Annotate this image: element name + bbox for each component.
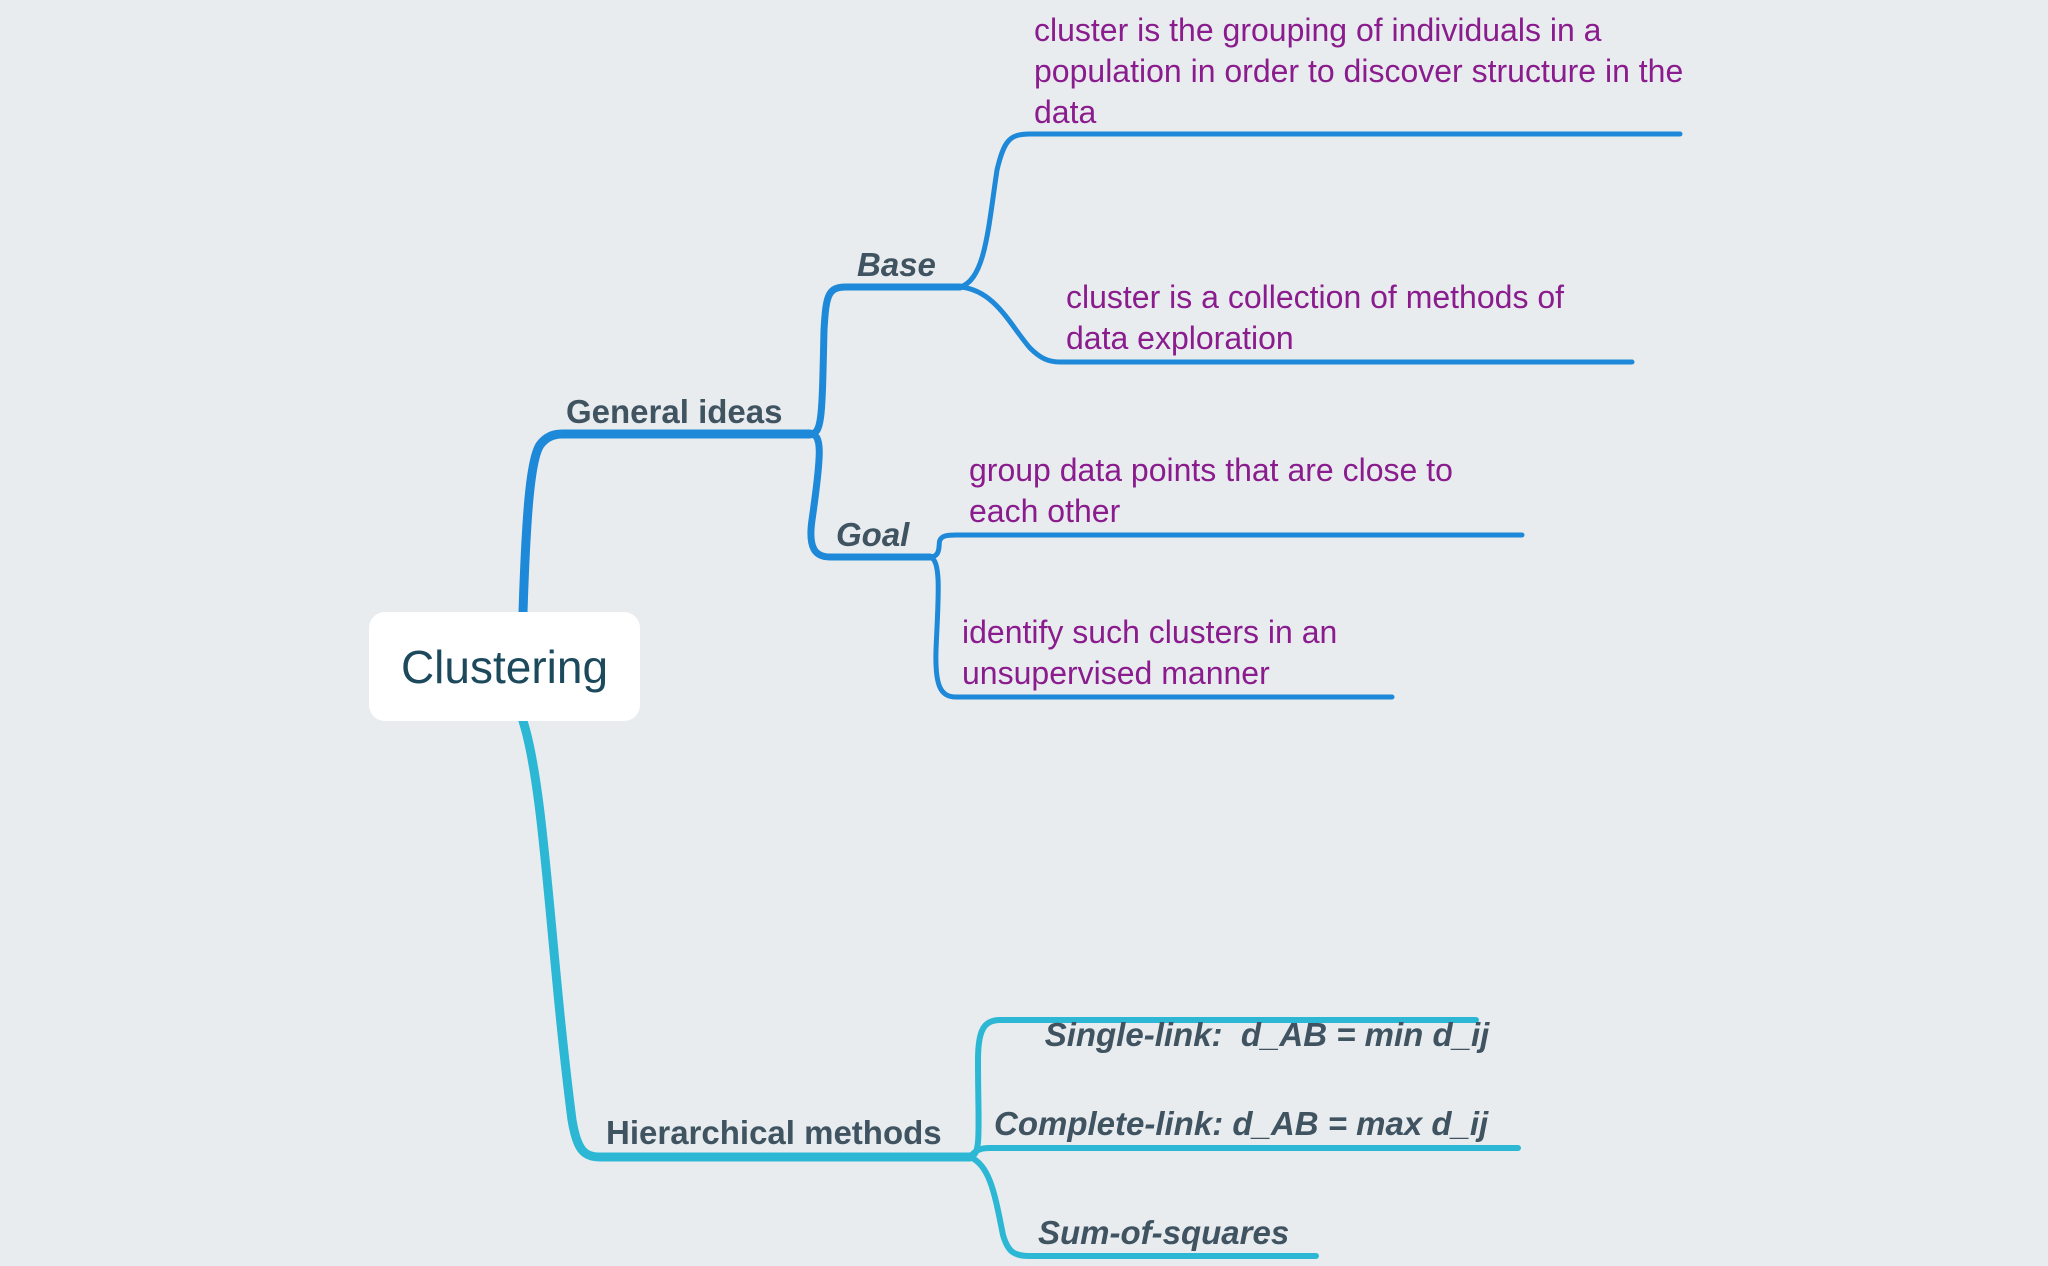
subtopic-single-link[interactable]: Single-link: d_AB = min d_ij (1008, 978, 1490, 1092)
connector-hier-sum (967, 1154, 1319, 1259)
leaf-goal-group[interactable]: group data points that are close to each… (969, 450, 1529, 532)
subtopic-sum-of-squares[interactable]: Sum-of-squares (1038, 1214, 1289, 1252)
subtopic-complete-link[interactable]: Complete-link: d_AB = max d_ij (994, 1105, 1488, 1143)
connector-base-leaf-2 (957, 284, 1635, 365)
topic-general-ideas[interactable]: General ideas (566, 393, 782, 431)
subtopic-goal[interactable]: Goal (836, 516, 909, 554)
connector-goal-leaf-3 (927, 532, 1525, 560)
root-topic-label: Clustering (400, 640, 609, 693)
subtopic-sum-of-squares-label: Sum-of-squares (1038, 1214, 1290, 1251)
leaf-base-methods-text: cluster is a collection of methods of da… (1066, 279, 1565, 356)
subtopic-single-link-label: Single-link: d_AB = min d_ij (1044, 1016, 1490, 1053)
root-topic[interactable]: Clustering (369, 612, 640, 721)
connector-base-leaf-1 (957, 131, 1683, 290)
leaf-goal-identify-text: identify such clusters in an unsupervise… (962, 614, 1338, 691)
leaf-base-definition-text: cluster is the grouping of individuals i… (1034, 12, 1684, 130)
connector-general-base (806, 283, 964, 438)
connector-hier-complete (967, 1145, 1521, 1160)
topic-general-ideas-label: General ideas (566, 393, 783, 430)
topic-hierarchical-methods[interactable]: Hierarchical methods (606, 1114, 942, 1152)
connector-root-hierarchical (518, 716, 975, 1162)
leaf-base-definition[interactable]: cluster is the grouping of individuals i… (1034, 10, 1694, 133)
leaf-goal-identify[interactable]: identify such clusters in an unsupervise… (962, 612, 1402, 694)
connector-root-general-ideas (518, 429, 815, 617)
leaf-base-methods[interactable]: cluster is a collection of methods of da… (1066, 277, 1626, 359)
subtopic-goal-label: Goal (836, 516, 910, 553)
subtopic-base[interactable]: Base (857, 246, 936, 284)
connector-goal-leaf-4 (927, 554, 1395, 700)
connector-general-goal (806, 430, 934, 561)
subtopic-base-label: Base (857, 246, 936, 283)
leaf-goal-group-text: group data points that are close to each… (969, 452, 1453, 529)
topic-hierarchical-methods-label: Hierarchical methods (606, 1114, 942, 1151)
subtopic-complete-link-label: Complete-link: d_AB = max d_ij (994, 1105, 1489, 1142)
